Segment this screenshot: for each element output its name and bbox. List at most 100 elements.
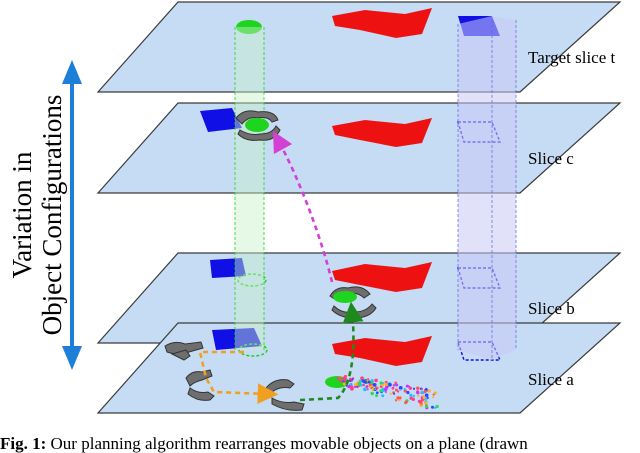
magenta-transition-path (272, 130, 334, 283)
sample-point (337, 376, 342, 380)
sample-point (370, 391, 374, 396)
sample-point (416, 386, 420, 390)
sample-point (396, 396, 400, 400)
sample-point (424, 401, 428, 405)
sample-point (367, 380, 371, 384)
axis-double-arrow (62, 60, 82, 370)
sample-point (391, 386, 395, 390)
sample-point (366, 379, 369, 382)
sample-point (358, 379, 363, 383)
sample-point (342, 382, 347, 386)
sample-point (345, 384, 348, 387)
red-object-target (332, 8, 432, 38)
sample-point (362, 383, 365, 387)
sample-point (405, 384, 409, 388)
orange-transition-path (198, 350, 279, 405)
sample-point (384, 382, 388, 387)
sample-point (381, 394, 385, 398)
sample-point (409, 393, 413, 397)
sample-point (433, 406, 437, 409)
sample-point (394, 388, 398, 392)
green-object-column (234, 27, 265, 350)
sample-point (379, 389, 383, 393)
green-transition-path (299, 301, 364, 402)
sample-point (423, 390, 427, 394)
sample-point (339, 379, 343, 383)
sample-point (431, 405, 434, 409)
sample-point (372, 383, 375, 386)
sample-point (432, 396, 435, 399)
axis-label-line1: Variation in (7, 151, 37, 278)
caption-text: Our planning algorithm rearranges movabl… (46, 434, 528, 453)
axis-label: Variation in Object Configurations (7, 95, 67, 336)
green-outline-slice-b (237, 273, 267, 287)
blue-object-slice-c (200, 108, 242, 132)
sample-point (375, 394, 379, 398)
sample-point (435, 404, 439, 409)
sample-point (399, 388, 402, 391)
green-object-target (236, 20, 262, 34)
sample-point (348, 379, 352, 383)
sample-point (374, 388, 377, 391)
sample-point (422, 396, 426, 400)
sample-point (375, 391, 379, 395)
red-object-slice-c (332, 118, 432, 147)
sample-point (383, 387, 388, 392)
sample-point (432, 393, 435, 396)
sample-point (433, 391, 437, 395)
sample-point (389, 392, 392, 395)
sample-point (381, 383, 384, 387)
sample-point (357, 380, 360, 383)
sample-point (398, 396, 402, 400)
sample-point (395, 383, 399, 387)
sample-point (367, 377, 370, 381)
red-object-slice-a (332, 336, 432, 366)
sample-point (353, 383, 357, 387)
sample-point (412, 387, 416, 390)
sample-point (360, 376, 364, 380)
red-object-slice-b (332, 262, 432, 292)
configuration-sample-cloud (336, 374, 439, 410)
figure-caption: Fig. 1: Our planning algorithm rearrange… (0, 434, 640, 453)
sample-point (425, 404, 429, 409)
sample-point (343, 378, 347, 382)
sample-point (417, 394, 420, 397)
sample-point (427, 389, 431, 393)
axis-label-line2: Object Configurations (37, 95, 67, 336)
slice-label-b: Slice b (528, 299, 575, 318)
sample-point (406, 390, 410, 395)
sample-point (388, 382, 392, 387)
green-outline-slice-a (238, 343, 268, 357)
blue-object-slice-b (210, 258, 246, 278)
sample-point (393, 392, 396, 395)
gripper-slice-a-1 (164, 341, 204, 361)
sample-point (343, 376, 347, 380)
sample-point (349, 377, 352, 381)
sample-point (420, 398, 424, 402)
slice-label-target: Target slice t (528, 48, 616, 67)
slice-label-a: Slice a (528, 370, 574, 389)
sample-point (416, 390, 420, 395)
slice-label-c: Slice c (528, 149, 574, 168)
sample-point (347, 384, 351, 389)
slice-a-plane (96, 322, 622, 414)
sample-point (365, 385, 369, 388)
green-object-slice-c (245, 118, 269, 132)
sample-point (384, 391, 387, 393)
sample-point (351, 378, 354, 381)
sample-point (409, 396, 413, 400)
slice-c-plane (96, 102, 622, 194)
caption-prefix: Fig. 1: (0, 434, 47, 453)
sample-point (362, 379, 366, 383)
sample-point (403, 387, 406, 391)
green-object-slice-b (333, 291, 357, 303)
sample-point (404, 401, 407, 405)
sample-point (355, 385, 358, 388)
blue-object-column (457, 16, 517, 360)
sample-point (374, 378, 378, 383)
sample-point (420, 388, 423, 391)
sample-point (412, 394, 415, 398)
sample-point (350, 385, 354, 389)
sample-point (366, 388, 369, 391)
